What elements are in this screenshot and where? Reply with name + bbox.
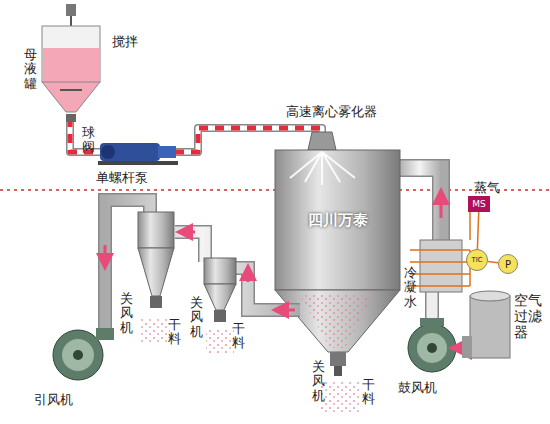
equipment-label: 关风机: [312, 360, 325, 403]
equipment-label: 球阀: [82, 126, 95, 155]
equipment-label: 冷凝水: [404, 266, 417, 309]
equipment-label: 关风机: [190, 296, 203, 339]
equipment-label: 母液罐: [24, 48, 37, 91]
node-text: MS: [472, 199, 485, 209]
node-text: TIC: [471, 256, 482, 264]
signal-line: [477, 212, 478, 249]
instrument-circle: P: [498, 254, 518, 274]
equipment-label: 空气过滤器: [514, 292, 542, 340]
equipment-label: 关风机: [120, 292, 133, 335]
signal-line: [488, 261, 498, 262]
equipment-label: 干料: [168, 318, 181, 347]
node-text: P: [505, 259, 511, 270]
screw-pump: [98, 143, 178, 165]
equipment-label: 鼓风机: [398, 380, 437, 396]
air-heater: [410, 212, 470, 292]
node-text: 四川万泰: [308, 211, 368, 230]
equipment-label: 蒸气: [474, 180, 500, 196]
drying-tower: 四川万泰: [275, 150, 400, 290]
equipment-label: 干料: [232, 322, 245, 351]
air-filter: [462, 291, 510, 358]
equipment-label: 干料: [362, 378, 375, 407]
atomizer: [308, 132, 336, 150]
equipment-label: 搅拌: [112, 34, 138, 50]
induced-draft-fan: [53, 328, 114, 380]
instrument-box: MS: [468, 196, 490, 212]
equipment-label: 单螺杆泵: [96, 170, 148, 186]
instrument-circle: TIC: [466, 249, 488, 271]
equipment-label: 引风机: [34, 392, 73, 408]
equipment-label: 高速离心雾化器: [286, 104, 377, 120]
mother-liquor-tank: [42, 4, 100, 122]
drying-tower: [275, 150, 400, 412]
blower: [408, 318, 456, 372]
cyclone: [138, 212, 236, 354]
